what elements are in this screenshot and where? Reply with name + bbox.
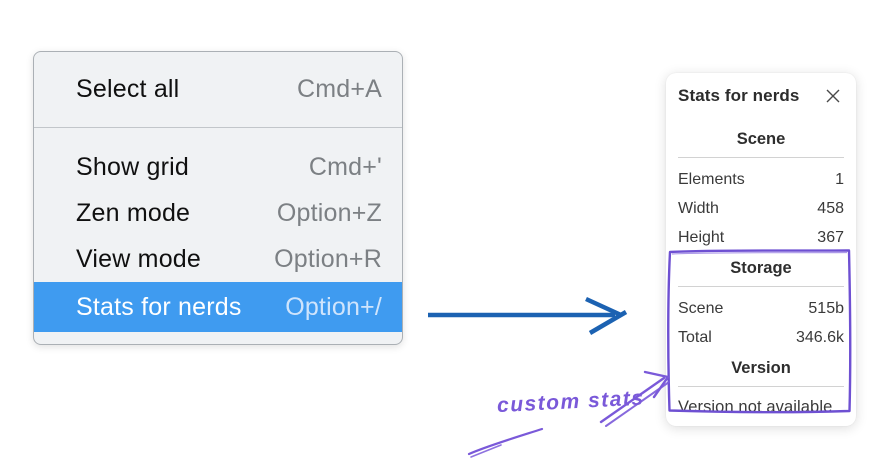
close-icon[interactable] xyxy=(822,85,844,107)
menu-item-label: Select all xyxy=(76,75,180,103)
stat-row-scene-storage: Scene 515b xyxy=(678,294,844,323)
menu-item-label: Zen mode xyxy=(76,198,191,227)
stat-value: 515b xyxy=(808,299,844,317)
section-divider xyxy=(678,286,844,287)
menu-item-shortcut: Option+R xyxy=(274,244,382,273)
stat-label: Height xyxy=(678,228,725,246)
menu-item-label: Show grid xyxy=(76,152,189,181)
section-divider xyxy=(678,386,844,387)
stats-panel-title: Stats for nerds xyxy=(678,86,800,105)
stat-value: 1 xyxy=(835,170,844,188)
menu-item-stats-for-nerds[interactable]: Stats for nerds Option+/ xyxy=(34,282,402,332)
stats-panel: Stats for nerds Scene Elements 1 Width 4… xyxy=(666,73,856,426)
stat-label: Total xyxy=(678,328,712,346)
stat-row-elements: Elements 1 xyxy=(678,165,844,194)
menu-item-shortcut: Option+/ xyxy=(285,292,382,321)
menu-item-show-grid[interactable]: Show grid Cmd+' xyxy=(34,144,402,190)
stat-label: Elements xyxy=(678,170,745,188)
context-menu: Select all Cmd+A Show grid Cmd+' Zen mod… xyxy=(33,51,403,345)
annotation-label: custom stats xyxy=(496,386,646,418)
menu-item-shortcut: Cmd+A xyxy=(296,75,382,103)
menu-divider xyxy=(34,127,402,128)
menu-item-shortcut: Cmd+' xyxy=(308,152,382,181)
menu-item-view-mode[interactable]: View mode Option+R xyxy=(34,236,402,282)
stat-value: 346.6k xyxy=(795,328,844,346)
section-divider xyxy=(678,157,844,158)
stat-row-height: Height 367 xyxy=(678,223,844,252)
stat-value: 458 xyxy=(817,199,844,217)
menu-item-shortcut: Option+Z xyxy=(276,198,382,227)
stat-row-width: Width 458 xyxy=(678,194,844,223)
menu-item-label: View mode xyxy=(76,244,202,273)
storage-section-heading: Storage xyxy=(730,259,792,277)
menu-item-label: Stats for nerds xyxy=(76,292,242,321)
right-arrow-icon xyxy=(428,296,628,335)
stat-row-total-storage: Total 346.6k xyxy=(678,323,844,352)
scene-section-heading: Scene xyxy=(736,130,786,148)
menu-item-zen-mode[interactable]: Zen mode Option+Z xyxy=(34,190,402,236)
stat-label: Scene xyxy=(678,299,724,317)
stat-value: 367 xyxy=(817,228,844,246)
version-section-heading: Version xyxy=(731,359,791,377)
stat-label: Width xyxy=(678,199,719,217)
version-note: Version not available xyxy=(678,398,833,416)
menu-item-select-all[interactable]: Select all Cmd+A xyxy=(34,67,402,113)
